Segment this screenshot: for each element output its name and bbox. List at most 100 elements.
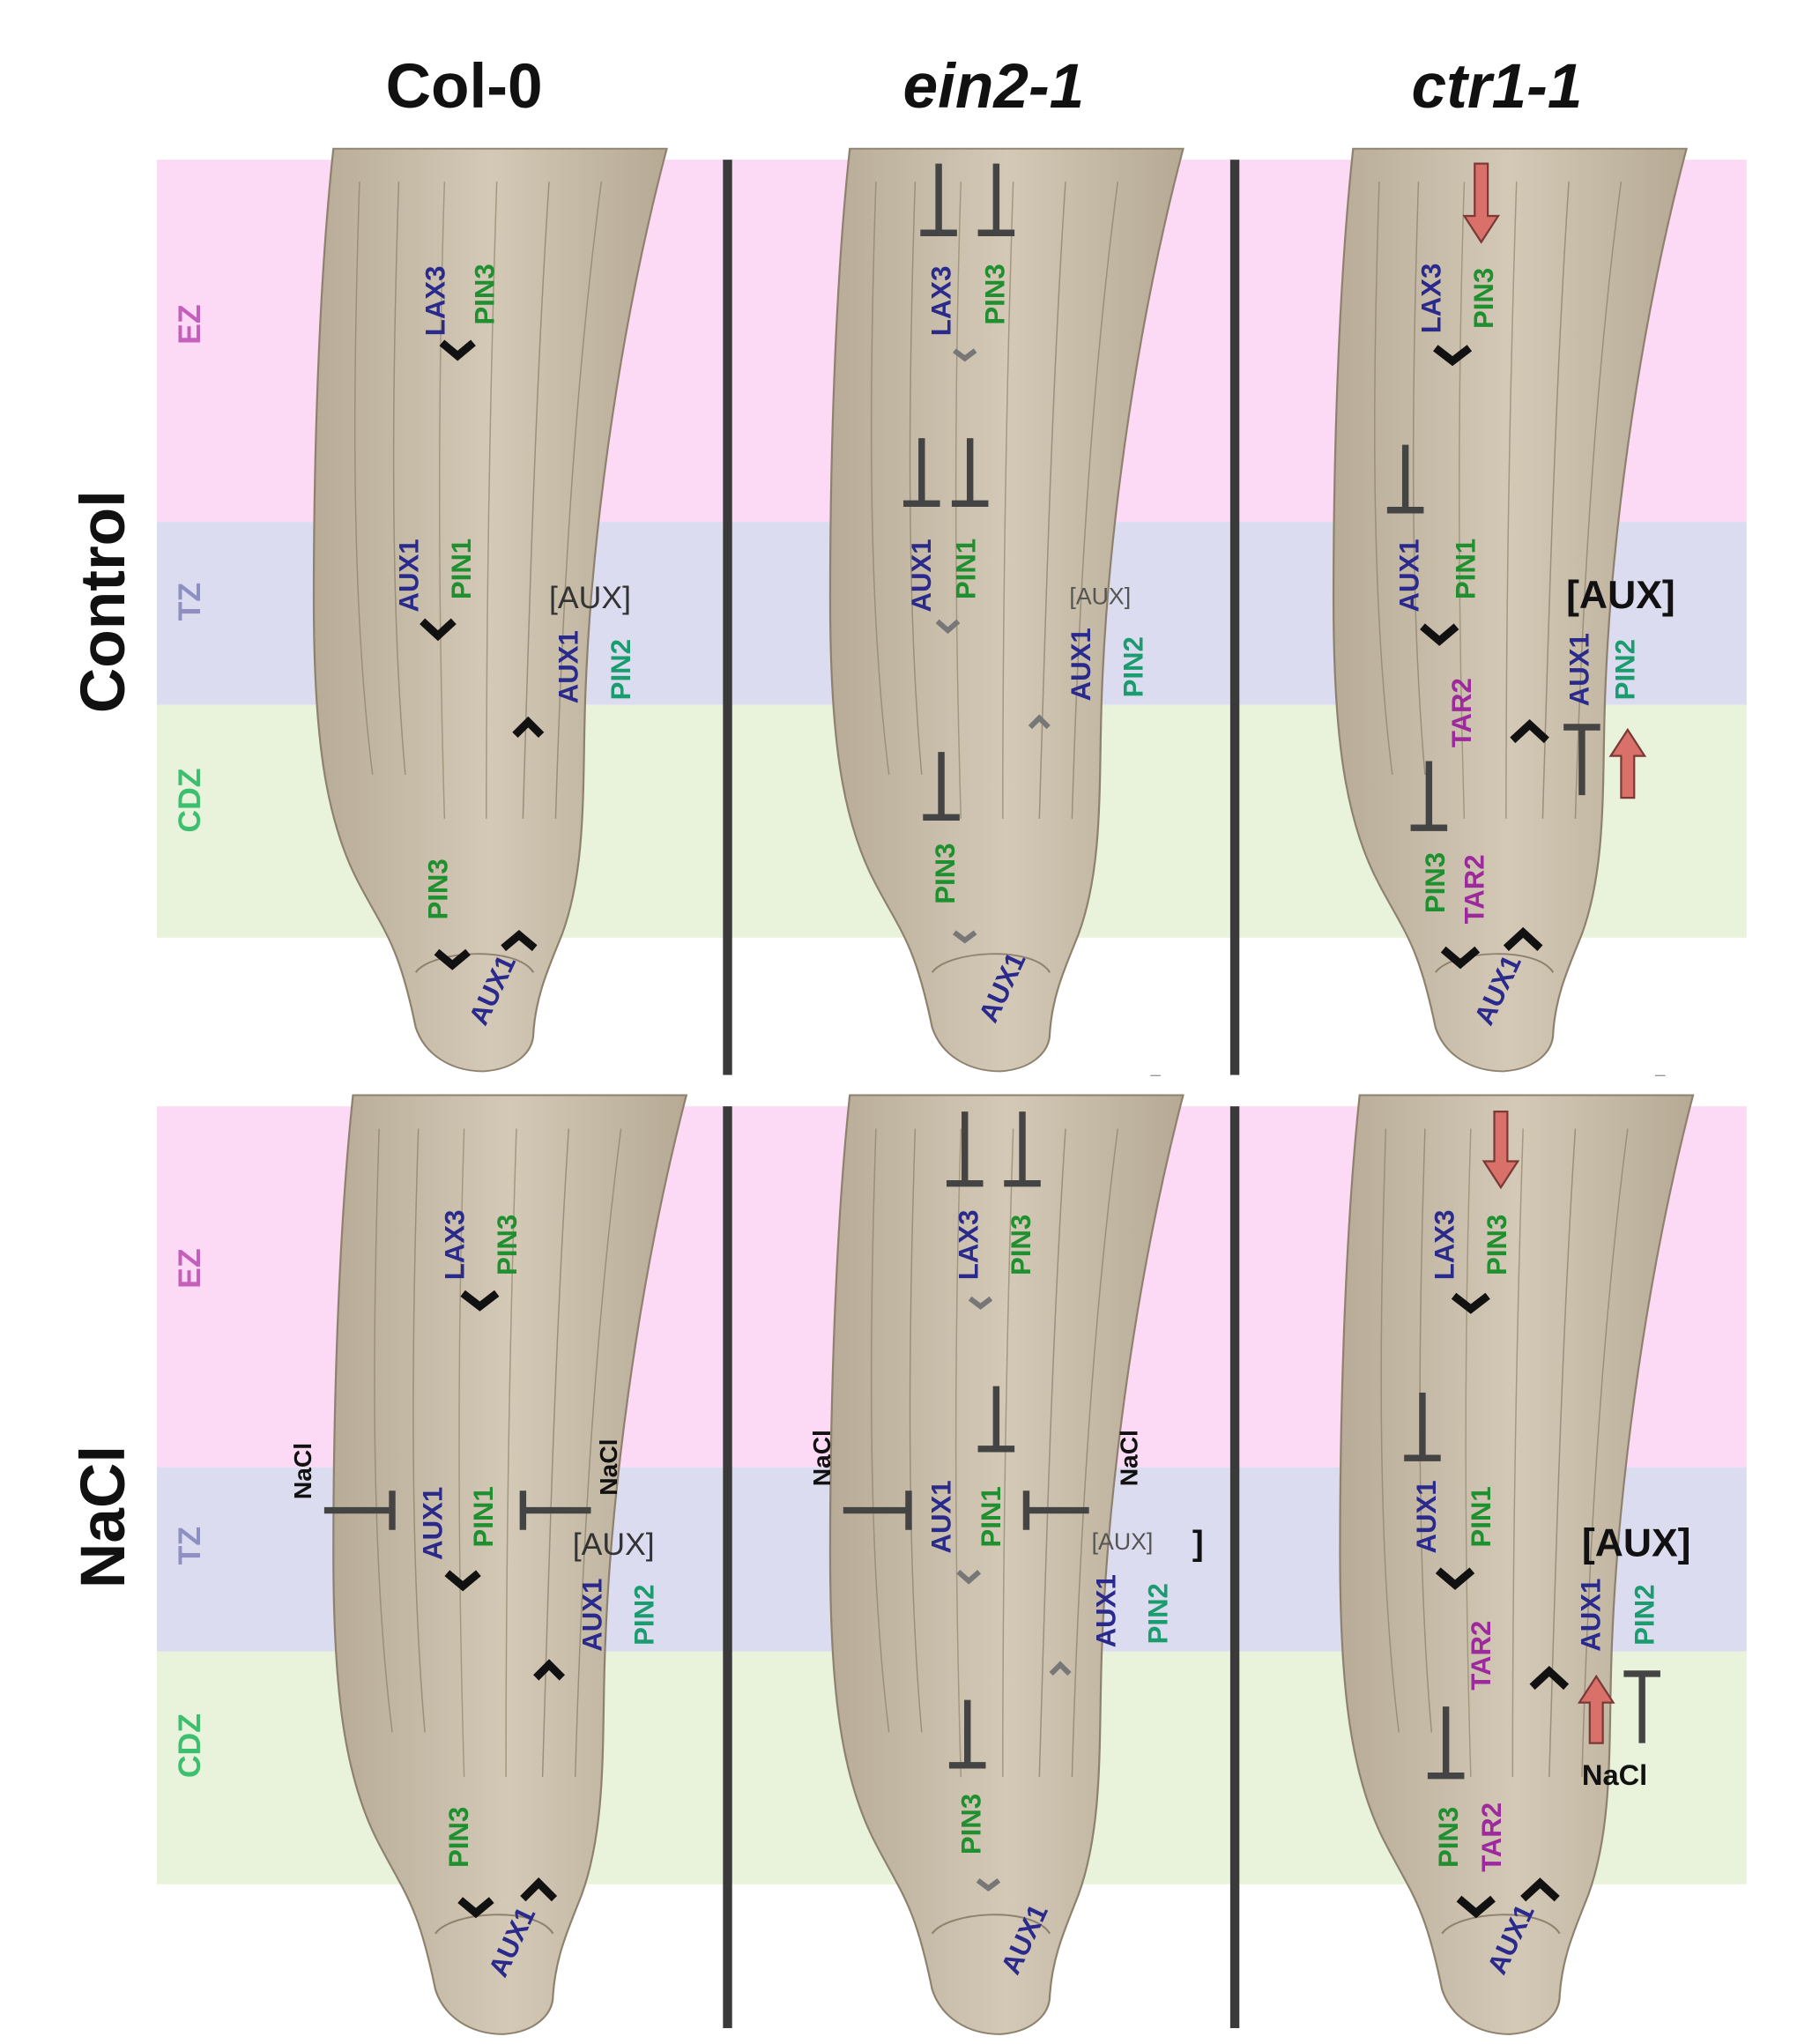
inhibition-icon [920,163,957,236]
ein2-nacl-annotations: LAX3 PIN3 NaCl AUX1 PIN1 NaCl [AUX] ] AU… [807,1111,1204,1979]
gene-aux1: AUX1 [394,539,425,612]
row-label-nacl: NaCl [69,1446,138,1588]
column-divider [723,160,732,1075]
control-row: EZ TZ CDZ LAX3 PIN3 AUX1 PIN1 [AUX] AUX1… [157,147,1747,1085]
gene-tar2: TAR2 [1446,678,1477,747]
col0-nacl-annotations: LAX3 PIN3 NaCl AUX1 PIN1 NaCl [AUX] AUX1… [288,1210,660,1982]
bracket-mark: ] [1192,1525,1204,1563]
gene-pin3: PIN3 [422,858,453,919]
gene-aux1: AUX1 [1576,1579,1607,1652]
chevron-up-icon [1520,1877,1560,1902]
aux-level: [AUX] [1566,574,1675,617]
chevron-up-icon [1503,926,1543,951]
gene-tar2: TAR2 [1466,1621,1496,1691]
chevron-icon [968,1296,993,1310]
chevron-icon [1433,345,1473,367]
gene-pin2: PIN2 [1609,639,1640,700]
dash-mark: – [1150,1065,1161,1085]
zone-label-cdz: CDZ [172,1713,207,1778]
chevron-up-icon [512,716,545,739]
aux-level: [AUX] [1582,1521,1691,1565]
gene-pin3: PIN3 [956,1794,987,1854]
chevron-icon [1451,1292,1490,1314]
inhibition-icon [323,1490,396,1530]
aux-level: [AUX] [549,580,631,615]
chevron-icon [935,619,961,635]
inhibition-icon [977,1386,1015,1453]
row-label-control: Control [69,490,138,713]
gene-lax3: LAX3 [440,1210,471,1281]
gene-pin3: PIN3 [979,264,1010,324]
column-header-ein2: ein2-1 [903,52,1085,122]
gene-pin3: PIN3 [1433,1807,1464,1868]
gene-lax3: LAX3 [925,266,956,337]
gene-pin1: PIN1 [446,539,477,599]
gene-aux1: AUX1 [1066,628,1096,701]
gene-pin3: PIN3 [1468,268,1499,329]
inhibition-icon [977,163,1015,236]
chevron-icon [460,1290,500,1312]
nacl-label: NaCl [594,1439,622,1496]
chevron-up-icon [1529,1665,1570,1691]
zone-label-cdz: CDZ [172,768,207,832]
chevron-icon [953,930,977,944]
gene-pin2: PIN2 [1630,1585,1660,1646]
chevron-icon [444,1570,481,1592]
gene-aux1: AUX1 [1393,539,1424,612]
down-arrow-icon [1482,1111,1520,1190]
gene-pin1: PIN1 [1450,539,1481,599]
inhibition-icon [1004,1111,1041,1187]
chevron-icon [1420,623,1459,646]
inhibition-icon [519,1490,591,1530]
gene-pin1: PIN1 [468,1486,499,1547]
gene-aux1: AUX1 [1563,633,1594,706]
inhibition-icon [1022,1490,1089,1530]
up-arrow-icon [1608,727,1647,799]
ctr1-control-annotations: LAX3 PIN3 AUX1 PIN1 [AUX] TAR2 AUX1 PIN2… [1386,162,1675,1029]
chevron-icon [1435,1567,1475,1590]
column-header-col0: Col-0 [386,52,543,122]
inhibition-icon [1623,1670,1660,1743]
inhibition-icon [948,1699,986,1769]
chevron-icon [457,1897,494,1919]
gene-pin3: PIN3 [1006,1215,1036,1275]
inhibition-icon [1410,761,1448,831]
gene-pin3: PIN3 [1420,852,1451,913]
gene-pin1: PIN1 [976,1486,1006,1547]
gene-pin1: PIN1 [1466,1486,1496,1547]
gene-pin3: PIN3 [930,844,961,904]
inhibition-icon [843,1490,912,1530]
chevron-up-icon [520,1877,558,1902]
down-arrow-icon [1462,162,1501,244]
gene-tar2: TAR2 [1459,854,1490,924]
gene-lax3: LAX3 [1416,264,1447,334]
chevron-icon [434,948,471,970]
gene-lax3: LAX3 [1430,1210,1460,1281]
nacl-label: NaCl [1115,1430,1143,1486]
gene-pin3: PIN3 [443,1807,474,1868]
chevron-icon [1456,1895,1496,1919]
nacl-label: NaCl [288,1443,316,1499]
aux-level: [AUX] [573,1527,655,1562]
gene-aux1: AUX1 [906,539,937,612]
inhibition-icon [1427,1706,1465,1780]
gene-aux1: AUX1 [925,1480,956,1553]
gene-pin3: PIN3 [1482,1215,1512,1275]
up-arrow-icon [1577,1674,1615,1744]
gene-pin3: PIN3 [470,264,501,324]
zone-label-ez: EZ [172,1248,207,1288]
gene-pin1: PIN1 [951,539,982,599]
chevron-up-icon [1049,1661,1072,1676]
gene-aux1: AUX1 [576,1579,607,1652]
inhibition-icon [1563,724,1600,796]
chevron-up-icon [533,1659,566,1681]
inhibition-icon [946,1111,984,1187]
chevron-up-icon [1510,718,1549,744]
chevron-icon [1440,946,1481,970]
inhibition-icon [1386,444,1424,514]
chevron-icon [976,1877,1001,1892]
zone-label-tz: TZ [172,583,207,621]
inhibition-icon [923,752,960,821]
chevron-up-icon [1028,714,1051,730]
